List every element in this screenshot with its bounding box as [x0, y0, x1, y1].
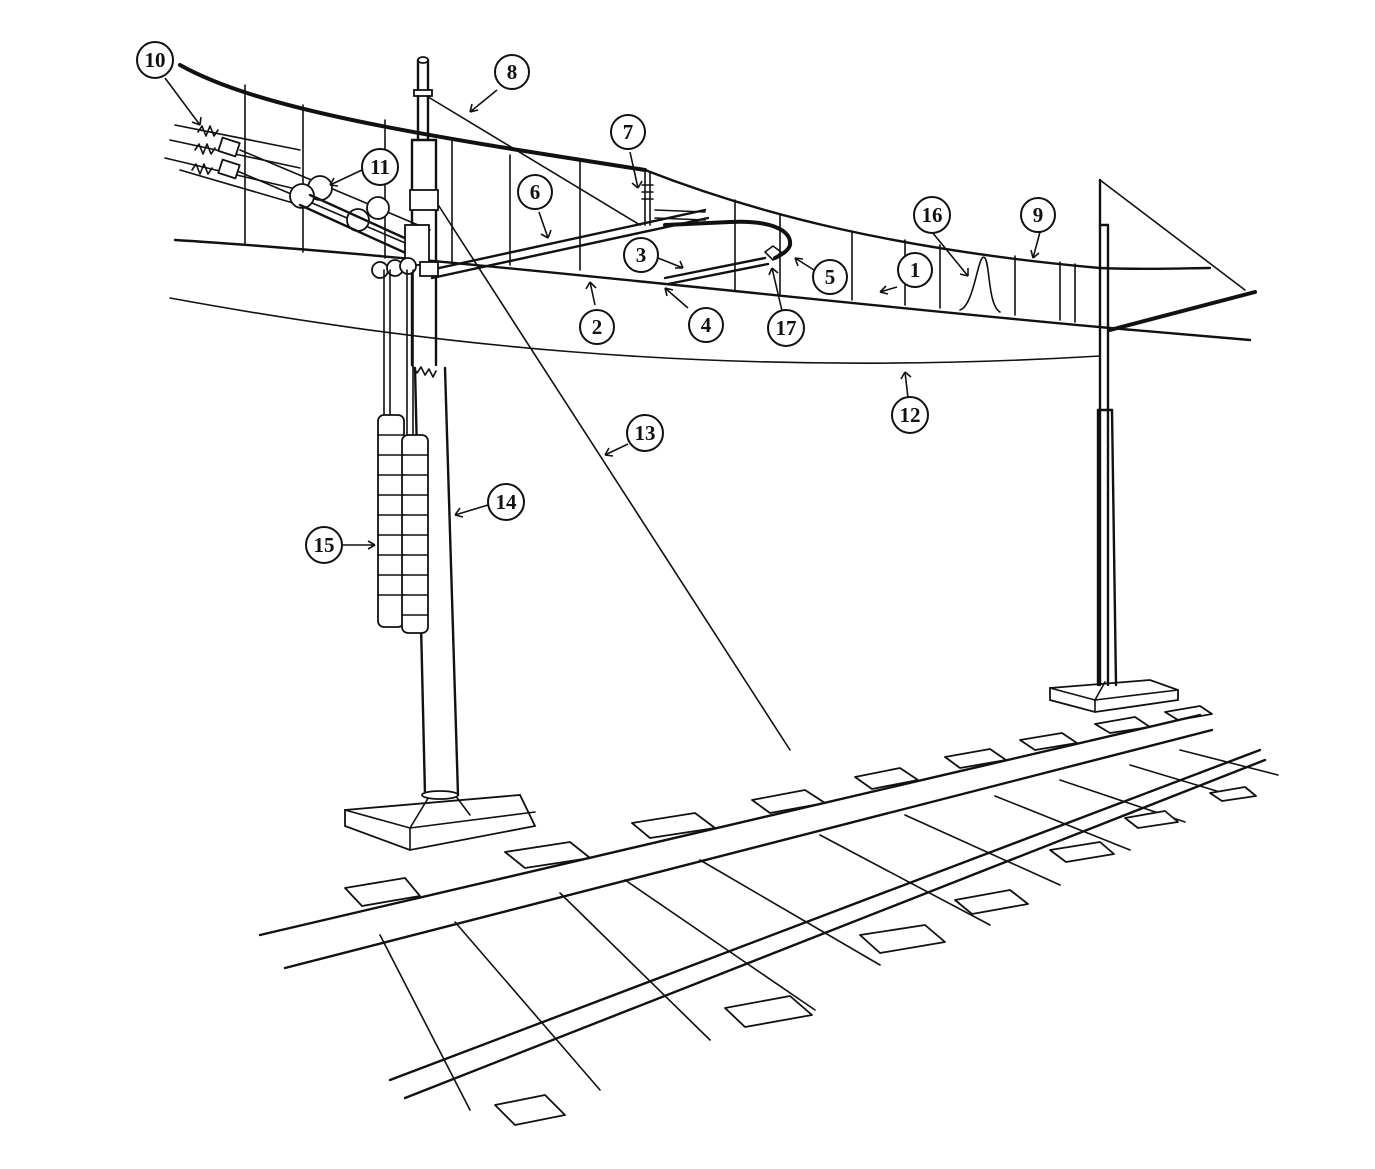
callout-1: 1	[897, 252, 933, 288]
callout-label: 1	[910, 258, 921, 282]
wires	[164, 63, 1252, 751]
contact-wire	[173, 238, 1252, 342]
callout-label: 11	[370, 155, 390, 179]
callout-label: 13	[635, 421, 656, 445]
callout-13: 13	[626, 414, 664, 452]
callout-14: 14	[487, 483, 525, 521]
callout-6: 6	[517, 174, 553, 210]
right-foundation	[1049, 679, 1179, 713]
callout-11: 11	[361, 148, 399, 186]
callout-4: 4	[688, 307, 724, 343]
left-foundation	[344, 794, 537, 851]
callout-9: 9	[1020, 197, 1056, 233]
callout-15: 15	[305, 526, 343, 564]
callout-8: 8	[494, 54, 530, 90]
callout-label: 16	[922, 203, 943, 227]
railway-track	[258, 705, 1279, 1126]
callout-16: 16	[913, 196, 951, 234]
callout-label: 8	[507, 60, 518, 84]
right-mast	[1096, 178, 1257, 687]
rails	[258, 713, 1267, 1100]
callout-12: 12	[891, 396, 929, 434]
dropper-clamp	[641, 171, 706, 226]
callout-label: 12	[900, 403, 921, 427]
cantilever	[289, 171, 793, 286]
feeder-insulators	[191, 125, 241, 180]
callout-label: 17	[776, 316, 797, 340]
headspan-guy	[419, 91, 641, 226]
sleepers	[344, 705, 1279, 1126]
elastic-dropper	[959, 256, 1001, 313]
left-mast	[409, 56, 460, 800]
callout-2: 2	[579, 309, 615, 345]
callout-label: 5	[825, 265, 836, 289]
callout-label: 10	[145, 48, 166, 72]
callout-7: 7	[610, 114, 646, 150]
callout-label: 3	[636, 243, 647, 267]
droppers	[244, 84, 1076, 323]
callouts: 1 2 3 4 5 6 7 8	[136, 41, 1056, 564]
callout-label: 9	[1033, 203, 1044, 227]
anchor-wire	[434, 199, 791, 751]
catenary-wire	[178, 63, 647, 172]
callout-17: 17	[767, 309, 805, 347]
callout-3: 3	[623, 237, 659, 273]
callout-label: 15	[314, 533, 335, 557]
callout-10: 10	[136, 41, 174, 79]
callout-label: 6	[530, 180, 541, 204]
callout-label: 2	[592, 315, 603, 339]
callout-label: 4	[701, 313, 712, 337]
callout-arrows	[164, 77, 1041, 550]
tensioning-weights	[377, 269, 429, 634]
feeder-wire	[169, 297, 1101, 364]
callout-label: 14	[496, 490, 518, 514]
callout-label: 7	[623, 120, 634, 144]
callout-5: 5	[812, 259, 848, 295]
